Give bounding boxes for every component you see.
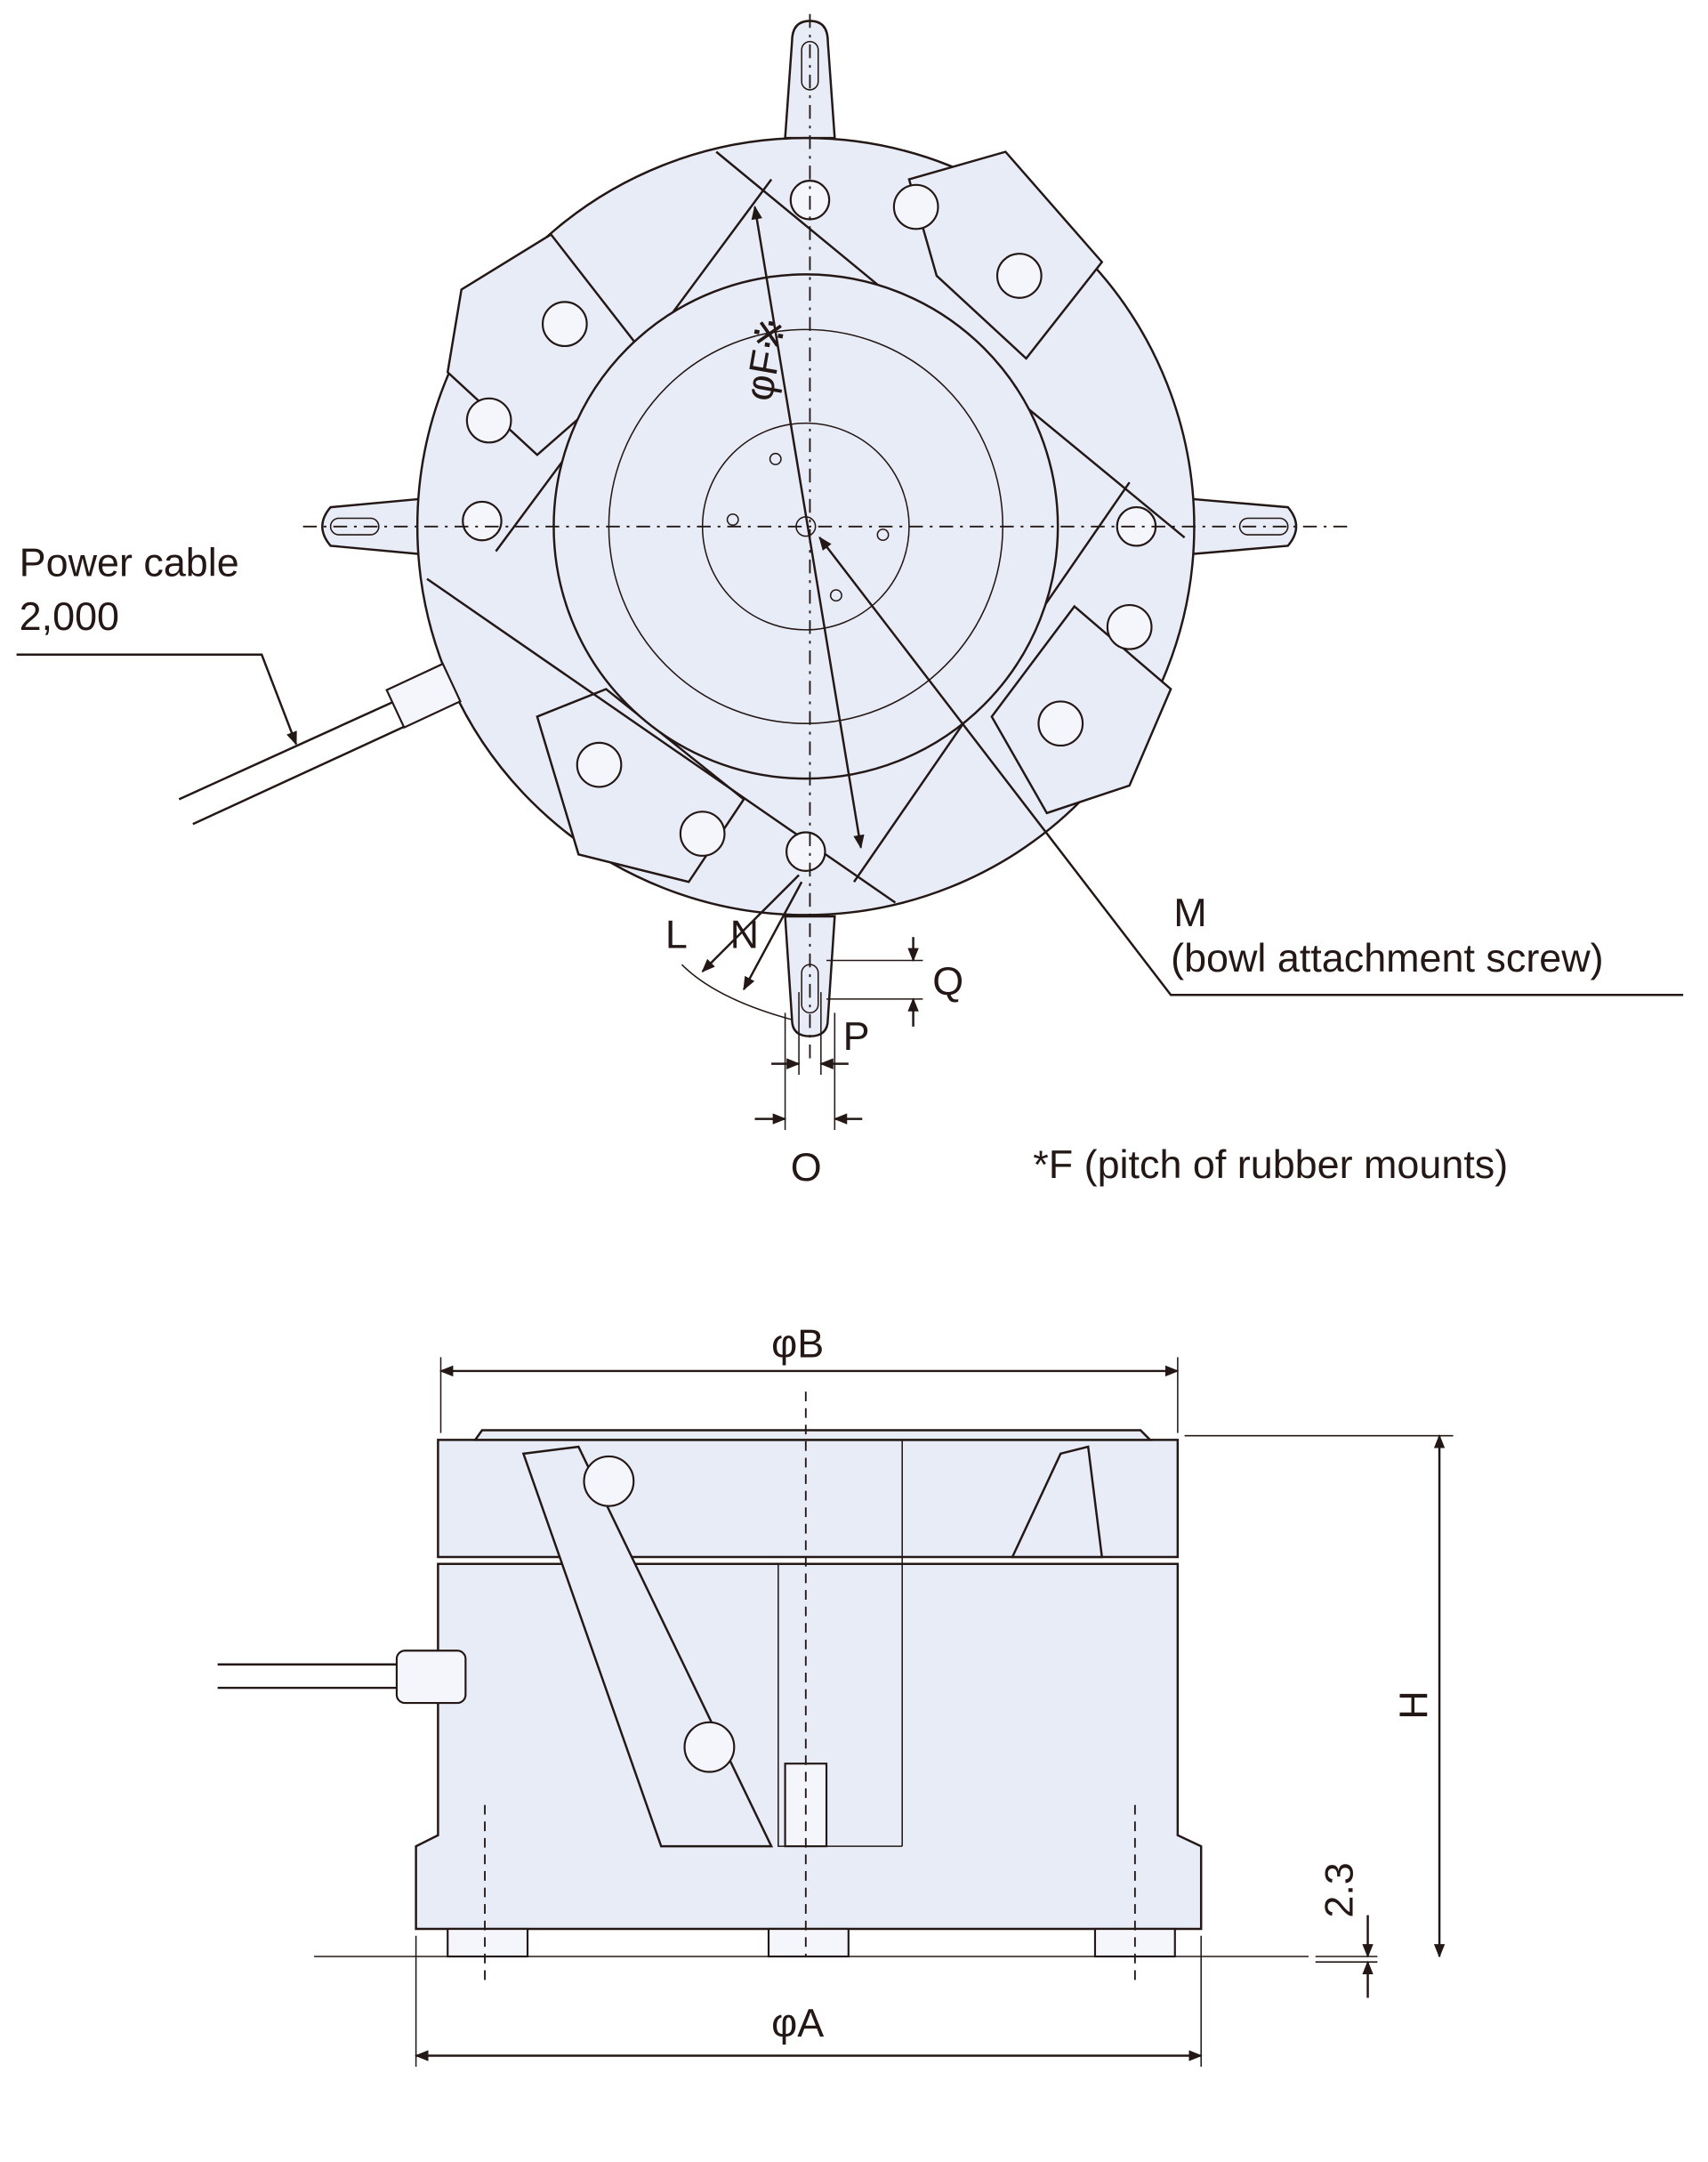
dim-H: H [1390,1690,1436,1719]
dim-Q: Q [932,958,963,1004]
power-cable-label: Power cable [20,540,239,585]
screw-desc: (bowl attachment screw) [1171,935,1603,980]
dim-O: O [791,1144,822,1190]
dim-B: φB [771,1320,824,1366]
dim-A: φA [771,2000,824,2045]
dim-gap: 2.3 [1317,1862,1362,1917]
side-power-cable [217,1650,467,1705]
screw-label: M [1173,890,1206,935]
power-cable-length: 2,000 [20,593,119,639]
power-cable [178,662,462,826]
feet [447,1927,1176,1958]
dim-P: P [843,1013,870,1059]
dim-N: N [730,912,759,957]
footnote: *F (pitch of rubber mounts) [1033,1142,1508,1187]
dim-L: L [665,912,688,957]
side-view: φB φA H 2.3 [217,1320,1454,2067]
top-view: φF※ M (bowl attachment screw) Power cabl… [16,13,1684,1190]
